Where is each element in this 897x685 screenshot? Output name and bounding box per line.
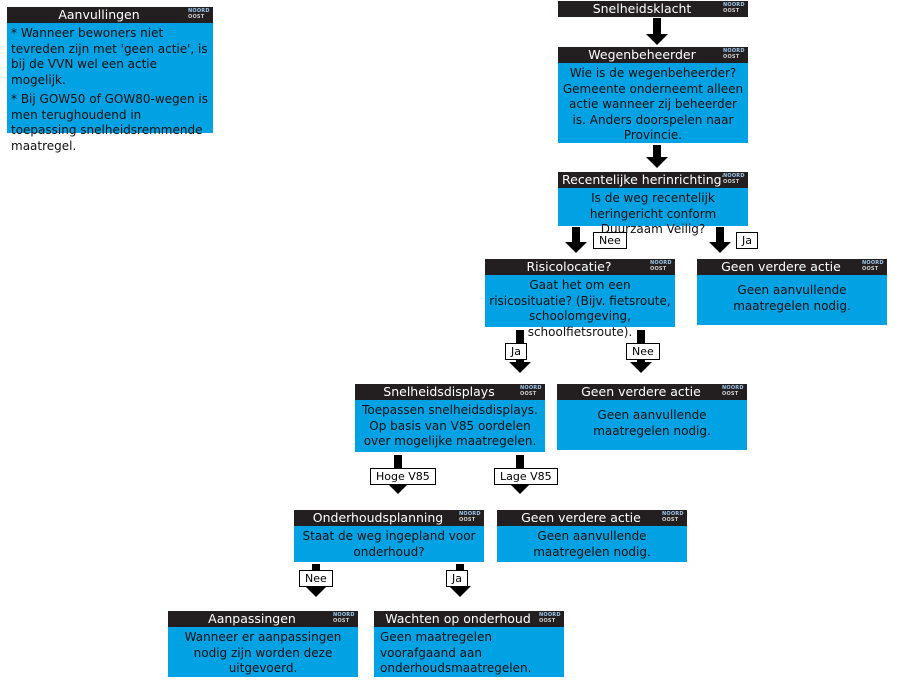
box-aanvullingen-body: * Wanneer bewoners niet tevreden zijn me… (7, 23, 213, 153)
label-lage-v85: Lage V85 (494, 468, 558, 485)
box-herinrichting-body: Is de weg recentelijk heringericht confo… (558, 188, 748, 236)
label-ja: Ja (736, 232, 758, 249)
label-hoge-v85: Hoge V85 (370, 468, 436, 485)
label-ja: Ja (505, 343, 527, 360)
label-nee: Nee (626, 343, 660, 360)
aanvulling-1: * Wanneer bewoners niet tevreden zijn me… (11, 26, 208, 87)
box-geen1-body: Geen aanvullende maatregelen nodig. (697, 275, 887, 325)
box-risicolocatie-body: Gaat het om een risicosituatie? (Bijv. f… (485, 275, 675, 339)
box-geen2-body: Geen aanvullende maatregelen nodig. (557, 400, 747, 450)
arrow-down (646, 145, 668, 168)
label-nee: Nee (593, 232, 627, 249)
box-displays-body: Toepassen snelheidsdisplays. Op basis va… (355, 400, 545, 452)
arrow-down (646, 18, 668, 45)
box-wachten-body: Geen maatregelen voorafgaand aan onderho… (374, 627, 564, 677)
arrow-down (565, 227, 587, 253)
arrow-down (709, 227, 731, 253)
label-ja: Ja (446, 570, 468, 587)
aanvulling-2: * Bij GOW50 of GOW80-wegen is men terugh… (11, 92, 209, 153)
box-onderhoud-body: Staat de weg ingepland voor onderhoud? (294, 526, 484, 562)
label-nee: Nee (299, 570, 333, 587)
box-aanpassingen-body: Wanneer er aanpassingen nodig zijn worde… (168, 627, 358, 677)
box-wegenbeheerder-body: Wie is de wegenbeheerder? Gemeente onder… (558, 63, 748, 143)
box-geen3-body: Geen aanvullende maatregelen nodig. (497, 526, 687, 562)
